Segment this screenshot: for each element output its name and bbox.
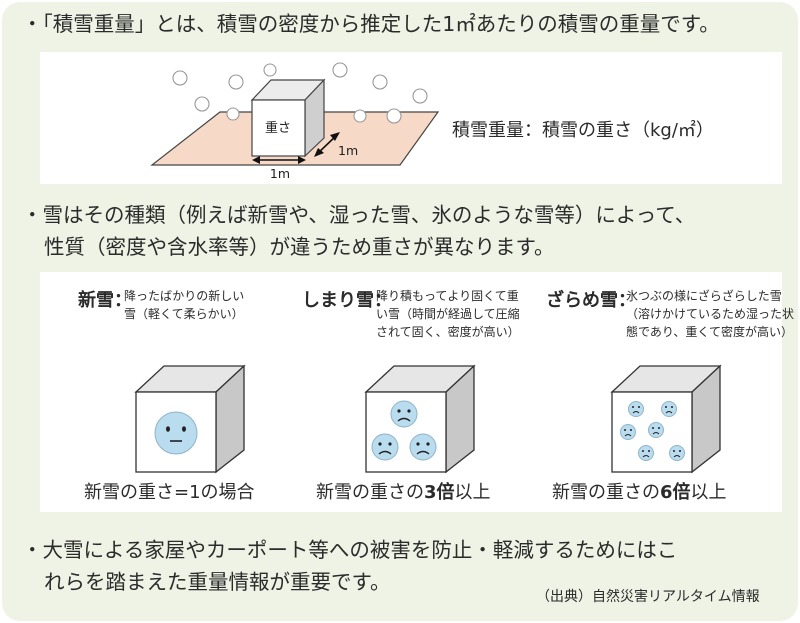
snow-type-cubes	[134, 364, 722, 474]
snow-type-desc-granular-3: 態であり、重くて密度が高い）	[626, 325, 794, 339]
caption-fresh-snow: 新雪の重さ=1の場合	[84, 482, 255, 503]
snow-type-desc-compacted-3: されて固く、密度が高い）	[376, 325, 520, 339]
cube-weight-label: 重さ	[265, 120, 291, 136]
snow-type-desc-compacted-2: い雪（時間が経過して圧縮	[376, 307, 520, 321]
caption-granular-snow: 新雪の重さの6倍以上	[552, 482, 727, 503]
snow-type-desc-fresh-1: 降ったばかりの新しい	[124, 289, 245, 303]
neutral-face-icon	[154, 411, 198, 455]
frown-face-icon	[371, 433, 399, 461]
cube-compacted-snow	[364, 364, 476, 474]
snow-type-name-granular: ざらめ雪：	[546, 290, 636, 311]
snow-type-name-fresh: 新雪：	[78, 290, 132, 311]
bullet-snow-types-line2: 性質（密度や含水率等）が違うため重さが異なります。	[44, 235, 555, 259]
snow-type-desc-compacted-1: 降り積もってより固くて重	[376, 289, 519, 303]
snow-weight-definition: 積雪重量：積雪の重さ（kg/㎡）	[452, 120, 714, 141]
snowflake-circles	[172, 62, 428, 124]
snow-type-desc-fresh-2: 雪（軽くて柔らかい）	[124, 307, 244, 321]
bullet-weight-info-line2: れらを踏まえた重量情報が重要です。	[44, 570, 391, 594]
bullet-weight-info-line1: ・大雪による家屋やカーポート等への被害を防止・軽減するためにはこ	[22, 538, 678, 562]
snow-type-desc-granular-2: （溶けかけているため湿った状	[626, 307, 795, 321]
snow-type-desc-granular-1: 氷つぶの様にざらざらした雪	[626, 289, 782, 303]
bullet-snow-types-line1: ・雪はその種類（例えば新雪や、湿った雪、氷のような雪等）によって、	[22, 203, 696, 227]
source-credit: （出典）自然災害リアルタイム情報	[536, 589, 760, 605]
small-frown-face-icons	[620, 401, 685, 461]
snow-type-name-compacted: しまり雪：	[302, 290, 392, 311]
bullet-snow-weight-definition: ・「積雪重量」とは、積雪の密度から推定した1㎡あたりの積雪の重量です。	[22, 12, 720, 36]
panel-snow-weight-diagram: 重さ 1m 1m 積雪重量：積雪の重さ（kg/㎡）	[40, 52, 782, 184]
snow-weight-illustration: 重さ 1m 1m	[150, 62, 440, 181]
caption-compacted-snow: 新雪の重さの3倍以上	[316, 482, 491, 503]
cube-front	[251, 99, 306, 157]
depth-dimension-label: 1m	[338, 143, 358, 158]
cube-granular-snow	[610, 364, 722, 474]
frown-face-icon	[409, 433, 437, 461]
width-dimension-label: 1m	[270, 166, 290, 181]
panel-snow-types: 新雪： 降ったばかりの新しい 雪（軽くて柔らかい） しまり雪： 降り積もってより…	[40, 272, 794, 512]
frown-face-icon	[390, 400, 418, 428]
